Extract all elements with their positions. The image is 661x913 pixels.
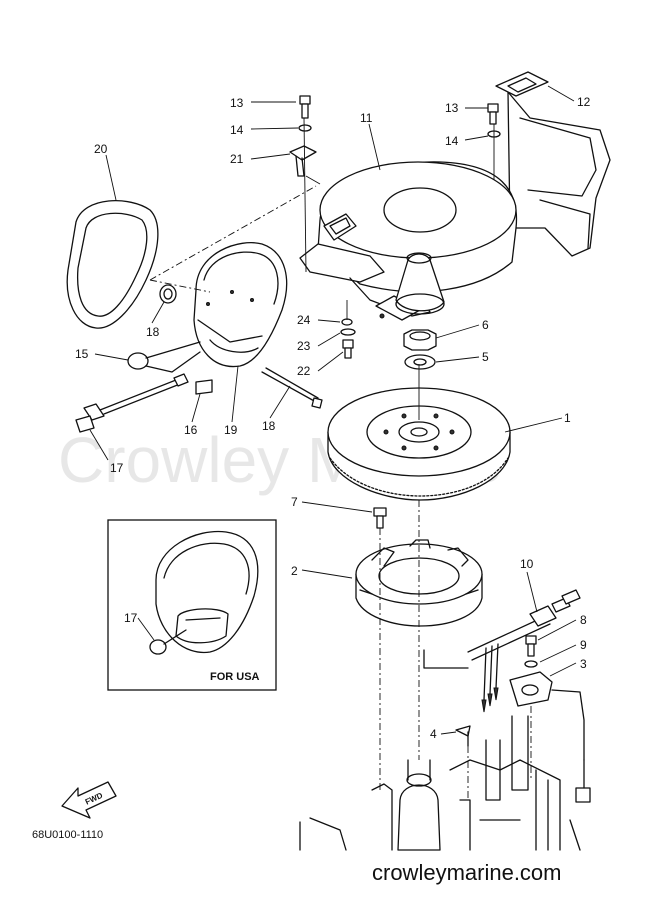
callout-16: 16 <box>184 423 198 437</box>
plate-part-12 <box>495 71 549 97</box>
callout-6: 6 <box>482 318 489 332</box>
dashed-guide-2 <box>149 279 211 293</box>
callout-15: 15 <box>75 347 89 361</box>
washer-part-23 <box>340 328 356 336</box>
site-url: crowleymarine.com <box>372 860 562 885</box>
callout-12: 12 <box>577 95 591 109</box>
inset-box: FOR USA <box>107 519 277 691</box>
washer-part-14-left <box>298 124 312 132</box>
callout-19: 19 <box>224 423 238 437</box>
callout-18-lower: 18 <box>262 419 276 433</box>
callout-14-left: 14 <box>230 123 244 137</box>
cap-part-15 <box>127 341 201 373</box>
clip-part-16 <box>195 379 213 395</box>
plug-part-18-upper <box>159 284 177 304</box>
bolt-part-8 <box>525 635 537 657</box>
pin-part-4 <box>455 725 471 747</box>
callout-2: 2 <box>291 564 298 578</box>
flywheel-part-1 <box>327 387 511 501</box>
seal-gasket-part-20 <box>66 200 159 329</box>
pulser-coil-part-10 <box>423 589 581 713</box>
callout-17-inset: 17 <box>124 611 138 625</box>
callout-22: 22 <box>297 364 311 378</box>
washer-part-5 <box>404 354 436 370</box>
callout-21: 21 <box>230 152 244 166</box>
engine-block-outline <box>299 715 581 851</box>
cover-part-19 <box>193 242 288 368</box>
callout-5: 5 <box>482 350 489 364</box>
bolt-part-13-right <box>487 103 499 125</box>
callout-3: 3 <box>580 657 587 671</box>
bolt-part-7 <box>373 507 387 529</box>
bolt-part-13-left <box>299 95 311 119</box>
leader-lines <box>89 85 577 735</box>
cable-part-18-lower <box>261 367 323 409</box>
callout-4: 4 <box>430 727 437 741</box>
callout-1: 1 <box>564 411 571 425</box>
callout-18-upper: 18 <box>146 325 160 339</box>
washer-part-9 <box>524 660 538 668</box>
center-lines <box>303 117 532 800</box>
callout-24: 24 <box>297 313 311 327</box>
fwd-arrow: FWD <box>61 781 117 819</box>
clip-part-21 <box>289 145 317 177</box>
nut-part-6 <box>403 329 437 351</box>
callout-13-right: 13 <box>445 101 459 115</box>
callout-8: 8 <box>580 613 587 627</box>
callout-13-left: 13 <box>230 96 244 110</box>
flywheel-cover-part-11 <box>299 91 611 321</box>
callout-11: 11 <box>360 111 373 125</box>
coil-part-3 <box>509 671 591 803</box>
part-code: 68U0100-1110 <box>32 829 103 841</box>
callout-14-right: 14 <box>445 134 459 148</box>
callout-labels: 13 14 21 20 11 13 14 12 24 6 23 5 22 15 … <box>75 95 591 741</box>
callout-7: 7 <box>291 495 298 509</box>
dashed-guide-1 <box>149 185 317 281</box>
callout-23: 23 <box>297 339 311 353</box>
callout-10: 10 <box>520 557 534 571</box>
inset-label: FOR USA <box>210 671 260 683</box>
stator-part-2 <box>355 539 483 627</box>
switch-part-17 <box>75 373 189 433</box>
bolt-part-22 <box>342 339 354 359</box>
callout-9: 9 <box>580 638 587 652</box>
callout-17: 17 <box>110 461 124 475</box>
callout-20: 20 <box>94 142 108 156</box>
